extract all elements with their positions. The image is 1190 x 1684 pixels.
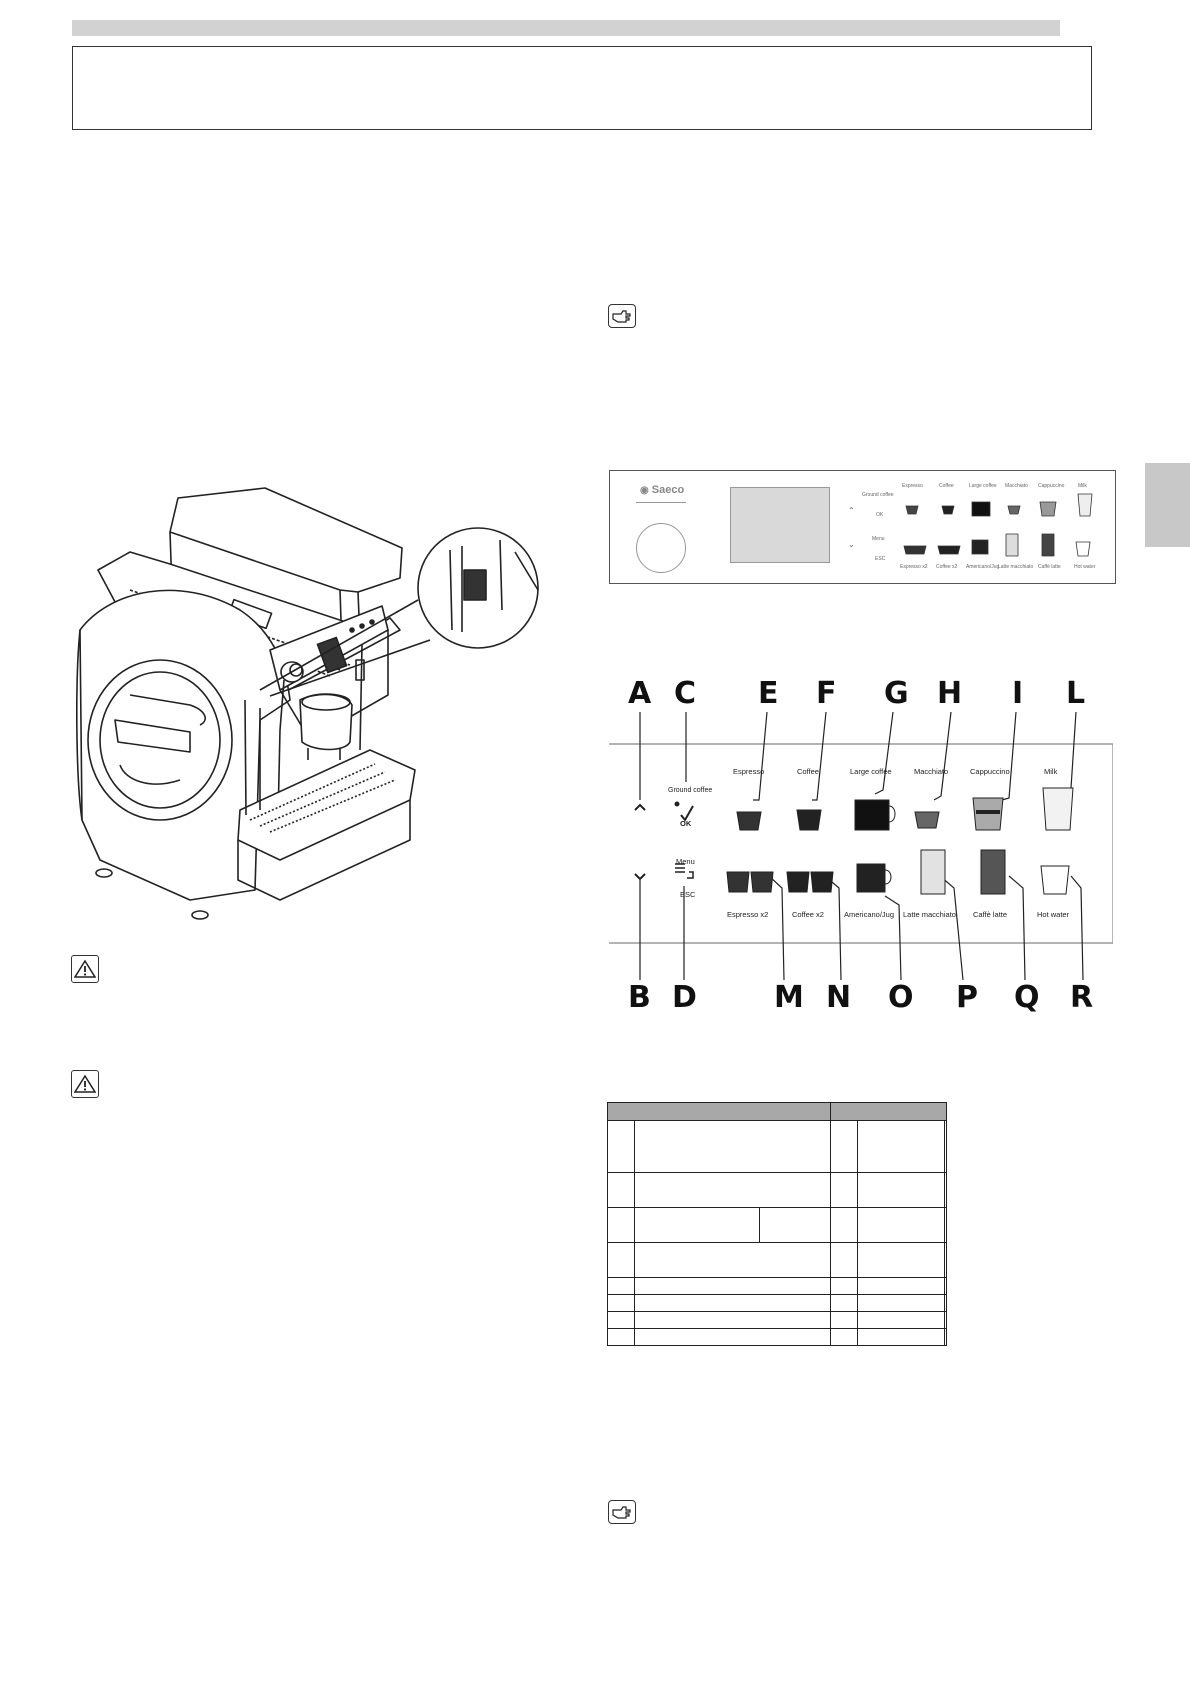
- table-row: [607, 1172, 947, 1208]
- key-letter: B: [628, 980, 651, 1015]
- down-arrow-icon: ⌄: [848, 540, 855, 549]
- note-hand-icon: [608, 1500, 636, 1524]
- key-letter: E: [758, 676, 779, 711]
- table-row: [607, 1311, 947, 1329]
- drink-label-small: Espresso x2: [900, 564, 928, 570]
- drink-label: Espresso x2: [727, 910, 769, 919]
- key-letter: F: [816, 676, 837, 711]
- drink-label: Macchiato: [914, 767, 949, 776]
- ground-coffee-label-small: Ground coffee: [862, 492, 894, 498]
- section-tab: [1145, 463, 1190, 547]
- control-panel-detail-drawing: [634, 711, 1084, 981]
- esc-label-small: ESC: [875, 556, 886, 562]
- drink-label-small: Espresso: [902, 483, 923, 489]
- drink-label: Coffee: [797, 767, 819, 776]
- drink-label: Espresso: [733, 767, 765, 776]
- brand-underline: [636, 502, 686, 503]
- display-screen: [730, 487, 830, 563]
- ok-label-small: OK: [876, 512, 884, 518]
- table-row: [607, 1207, 947, 1243]
- key-letter: C: [674, 676, 697, 711]
- key-letter: D: [672, 980, 697, 1015]
- drink-label-small: Caffè latte: [1038, 564, 1061, 570]
- brand-logo: ◉ Saeco: [640, 484, 685, 496]
- key-letter: H: [937, 676, 963, 711]
- drink-label-small: Coffee: [939, 483, 954, 489]
- table-row: [607, 1242, 947, 1278]
- key-letter: N: [826, 980, 852, 1015]
- warning-icon: [71, 955, 99, 983]
- drink-label: Coffee x2: [792, 910, 824, 919]
- drink-label: Cappuccino: [970, 767, 1010, 776]
- key-letter: G: [884, 676, 909, 711]
- ok-label: OK: [680, 819, 692, 828]
- menu-label: Menu: [676, 857, 695, 866]
- key-letter: O: [888, 980, 914, 1015]
- esc-label: ESC: [680, 890, 696, 899]
- drink-label: Caffè latte: [973, 910, 1008, 919]
- key-letter: M: [774, 980, 804, 1015]
- drink-label: Hot water: [1037, 910, 1070, 919]
- drink-label: Latte macchiato: [903, 910, 956, 919]
- drink-label-small: Macchiato: [1005, 483, 1028, 489]
- table-header-row: [606, 1102, 947, 1121]
- drink-label-small: Cappuccino: [1038, 483, 1065, 489]
- drink-label-small: Latte macchiato: [998, 564, 1034, 570]
- table-row: [607, 1328, 947, 1346]
- drink-label: Large coffee: [850, 767, 892, 776]
- drink-label: Milk: [1044, 767, 1058, 776]
- key-letter: R: [1070, 980, 1094, 1015]
- drink-label-small: Large coffee: [969, 483, 997, 489]
- header-bar: [72, 20, 1060, 36]
- small-cup-icons: [903, 493, 1093, 557]
- table-row: [607, 1294, 947, 1312]
- key-letter: L: [1066, 676, 1086, 711]
- control-panel-frame: [609, 743, 1113, 944]
- rotary-knob: [636, 523, 686, 573]
- table-header-cell: [830, 1102, 947, 1121]
- spec-table: [606, 1102, 947, 1346]
- table-row: [607, 1277, 947, 1295]
- ground-coffee-label: Ground coffee: [668, 787, 713, 794]
- coffee-machine-illustration: [75, 487, 539, 920]
- drink-label-small: Coffee x2: [936, 564, 958, 570]
- key-letter: I: [1012, 676, 1024, 711]
- note-hand-icon: [608, 304, 636, 328]
- key-letter: A: [628, 676, 652, 711]
- drink-label: Americano/Jug: [844, 910, 895, 919]
- title-box: [72, 46, 1092, 130]
- warning-icon: [71, 1070, 99, 1098]
- table-row: [607, 1120, 947, 1173]
- key-letter: P: [956, 980, 978, 1015]
- drink-label-small: Milk: [1078, 483, 1087, 489]
- table-header-cell: [606, 1102, 832, 1121]
- drink-label-small: Americano/Jug: [966, 564, 1000, 570]
- up-arrow-icon: ⌃: [848, 506, 855, 515]
- key-letter: Q: [1014, 980, 1040, 1015]
- menu-label-small: Menu: [872, 536, 885, 542]
- control-panel-overview: [609, 470, 1116, 584]
- drink-label-small: Hot water: [1074, 564, 1096, 570]
